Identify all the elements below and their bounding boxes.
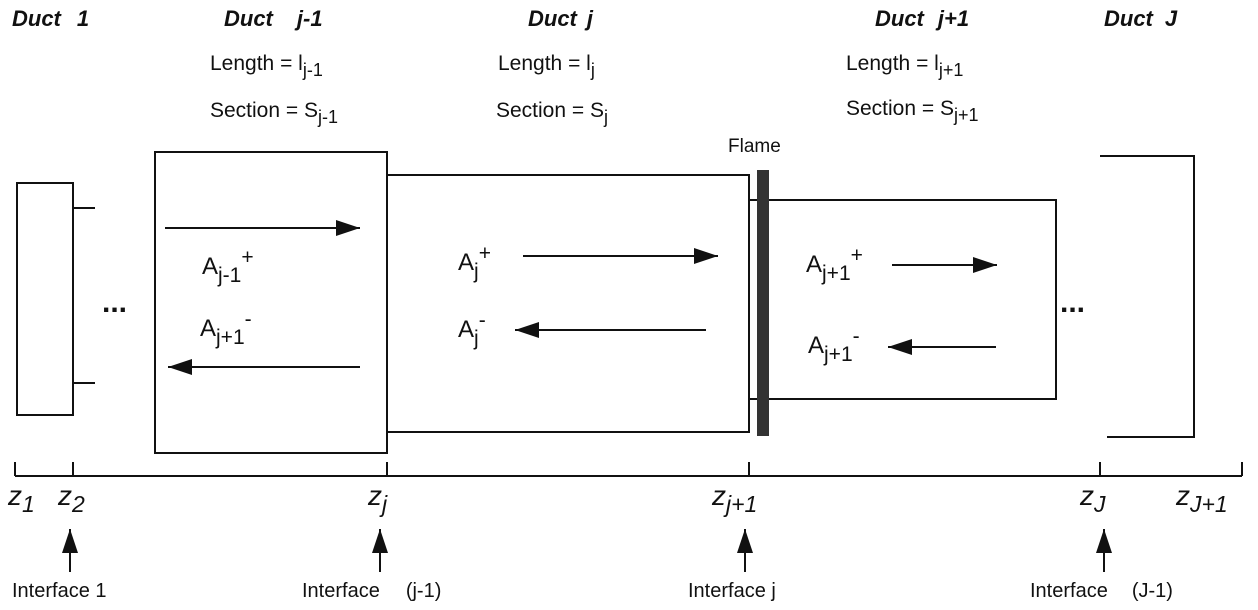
- coord-zJ: zJ: [1079, 480, 1106, 517]
- wave-label-A-j-plus-1-minus-left: Aj+1-: [200, 308, 252, 349]
- section-j-plus-1: Section = Sj+1: [846, 97, 979, 125]
- duct-1-box: [16, 182, 74, 416]
- coord-z2: z2: [57, 480, 85, 517]
- flame-bar: [757, 170, 769, 436]
- coord-z1: z1: [7, 480, 35, 517]
- duct-J-bracket: [1100, 155, 1195, 438]
- duct-j-plus-1-box: [748, 199, 1057, 400]
- wave-label-A-j-minus: Aj-: [458, 309, 486, 350]
- flame-label: Flame: [728, 136, 781, 157]
- wave-label-A-j-plus-1-plus: Aj+1+: [806, 244, 863, 285]
- ellipsis-left: ...: [102, 286, 127, 319]
- interface-j-label: Interface j: [688, 580, 776, 602]
- wave-label-A-j-minus-1-plus: Aj-1+: [202, 246, 254, 287]
- duct-j-box: [386, 174, 750, 433]
- section-j-minus-1: Section = Sj-1: [210, 99, 338, 127]
- coord-zj: zj: [367, 480, 388, 517]
- wave-label-A-j-plus: Aj+: [458, 242, 491, 283]
- ellipsis-right: ...: [1060, 286, 1085, 319]
- coord-zJ-plus-1: zJ+1: [1175, 480, 1228, 517]
- section-j: Section = Sj: [496, 99, 608, 127]
- wave-label-A-j-plus-1-minus: Aj+1-: [808, 325, 860, 366]
- length-j-plus-1: Length = lj+1: [846, 52, 963, 80]
- interface-J-minus-1-label: Interface(J-1): [1030, 580, 1173, 602]
- interface-1-label: Interface 1: [12, 580, 107, 602]
- length-j: Length = lj: [498, 52, 595, 80]
- interface-j-minus-1-label: Interface(j-1): [302, 580, 441, 602]
- duct-j-minus-1-box: [154, 151, 388, 454]
- coord-zj-plus-1: zj+1: [711, 480, 757, 517]
- length-j-minus-1: Length = lj-1: [210, 52, 323, 80]
